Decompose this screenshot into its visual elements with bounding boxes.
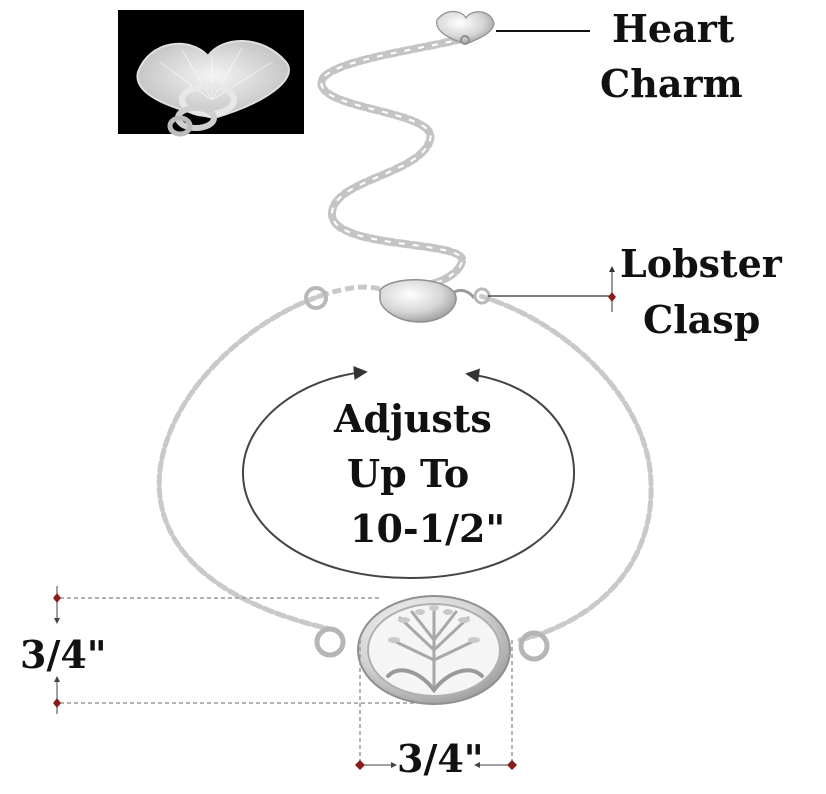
heart-charm-label-line1: Heart bbox=[612, 6, 735, 51]
height-dimension-label: 3/4" bbox=[20, 632, 107, 677]
width-dimension-label: 3/4" bbox=[397, 736, 484, 781]
height-dimension bbox=[53, 586, 440, 714]
lobster-clasp bbox=[304, 279, 491, 323]
width-dimension bbox=[355, 640, 517, 770]
extender-chain bbox=[317, 34, 469, 294]
lobster-clasp-label-line2: Clasp bbox=[643, 297, 761, 342]
lobster-leader bbox=[488, 266, 616, 312]
heart-charm-closeup-inset bbox=[118, 10, 304, 137]
heart-charm bbox=[436, 10, 495, 45]
tree-of-life-pendant bbox=[314, 595, 550, 705]
adjust-indicator-ellipse bbox=[241, 366, 576, 580]
adjust-label-line3: 10-1/2" bbox=[350, 506, 506, 551]
lobster-clasp-label-line1: Lobster bbox=[620, 241, 782, 286]
adjust-label-line1: Adjusts bbox=[334, 396, 492, 441]
adjust-label-line2: Up To bbox=[347, 451, 470, 496]
heart-charm-label-line2: Charm bbox=[600, 61, 743, 106]
